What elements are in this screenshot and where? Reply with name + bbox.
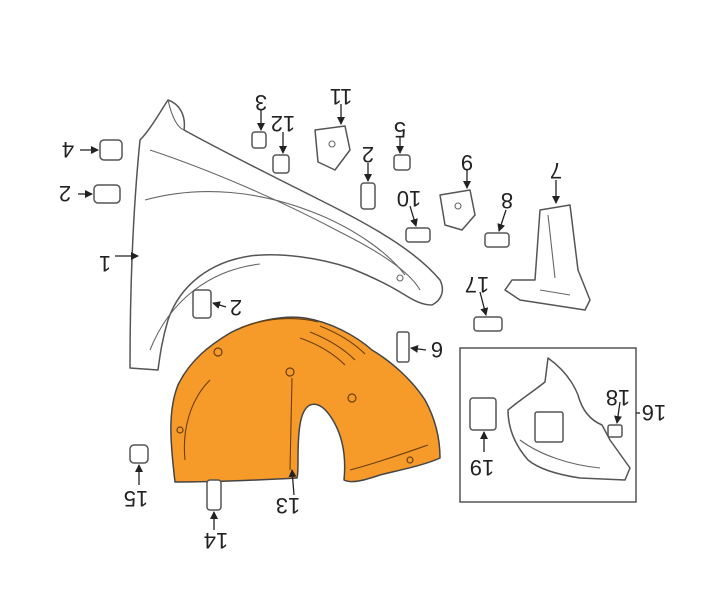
callout-2-center: 2 [362,142,374,167]
callout-10: 10 [397,186,421,211]
callout-5: 5 [394,117,406,142]
fastener-8 [484,232,510,248]
callout-17: 17 [465,272,489,297]
callout-15: 15 [124,486,148,511]
bracket-7 [504,204,591,311]
inset-detail-16 [459,347,637,503]
callout-1: 1 [99,251,111,276]
callout-16: 16 [642,400,666,425]
callout-3: 3 [255,90,267,115]
callout-11: 11 [330,84,353,109]
fender-liner [170,316,441,483]
fastener-10 [405,227,431,243]
callout-labels: 1 2 3 4 11 12 5 2 9 10 8 7 17 2 6 16 18 … [59,84,666,553]
callout-4: 4 [62,137,74,162]
fender [129,99,444,371]
callout-18: 18 [606,385,630,410]
callout-8: 8 [501,188,513,213]
leaders [78,104,640,530]
fastener-17 [473,316,503,332]
callout-13: 13 [276,493,300,518]
fastener-2-lower [192,289,212,319]
callout-2-left: 2 [59,181,71,206]
fastener-3 [251,131,267,149]
fastener-12 [272,154,290,174]
fastener-5 [393,154,411,171]
callout-7: 7 [550,158,562,183]
callout-19: 19 [470,455,494,480]
callout-2-lower: 2 [230,295,242,320]
fastener-2-center [360,182,376,210]
fastener-14 [206,479,222,511]
callout-14: 14 [204,528,228,553]
callout-6: 6 [431,337,443,362]
bracket-11 [314,125,351,171]
fastener-4 [99,139,123,161]
callout-9: 9 [461,150,473,175]
bracket-9 [439,189,476,231]
callout-12: 12 [271,111,295,136]
fastener-2-left [93,184,121,204]
fastener-15 [129,444,149,464]
fastener-6 [396,331,410,363]
